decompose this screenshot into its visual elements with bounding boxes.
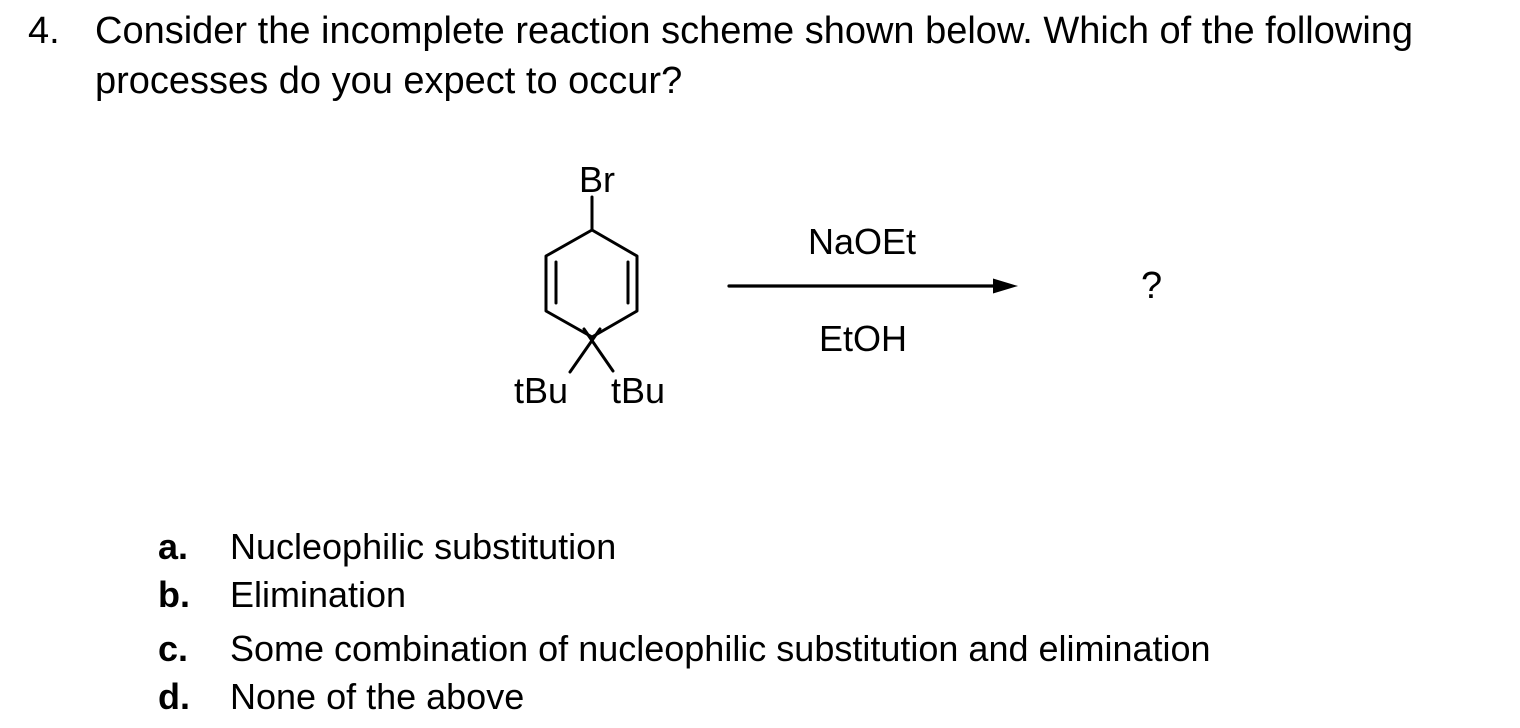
option-row-b: b. Elimination <box>158 573 406 616</box>
reaction-arrow-head <box>993 278 1018 294</box>
option-letter-c: c. <box>158 628 189 669</box>
tbu-bond-left <box>568 327 602 374</box>
option-text-c: Some combination of nucleophilic substit… <box>230 628 1211 669</box>
option-row-a: a. Nucleophilic substitution <box>158 525 616 568</box>
tbu-left-substituent-label: tBu <box>514 370 569 411</box>
bromine-substituent-label: Br <box>579 159 615 200</box>
unknown-product-question-mark: ? <box>1141 265 1163 307</box>
option-letter-a: a. <box>158 526 189 567</box>
option-text-d: None of the above <box>230 676 525 717</box>
question-text-line-2: processes do you expect to occur? <box>95 60 683 102</box>
reagent-above-arrow-label: NaOEt <box>807 221 917 262</box>
option-row-d: d. None of the above <box>158 675 524 718</box>
tbu-bond-right <box>582 327 615 373</box>
question-number: 4. <box>28 10 60 52</box>
option-text-b: Elimination <box>230 574 407 615</box>
question-text-line-1: Consider the incomplete reaction scheme … <box>95 10 1414 52</box>
solvent-below-arrow-label: EtOH <box>818 318 908 359</box>
tbu-right-substituent-label: tBu <box>611 370 666 411</box>
option-letter-d: d. <box>158 676 190 717</box>
option-text-a: Nucleophilic substitution <box>230 526 617 567</box>
cyclohexadiene-ring <box>544 228 639 339</box>
option-row-c: c. Some combination of nucleophilic subst… <box>158 627 1211 670</box>
option-letter-b: b. <box>158 574 190 615</box>
